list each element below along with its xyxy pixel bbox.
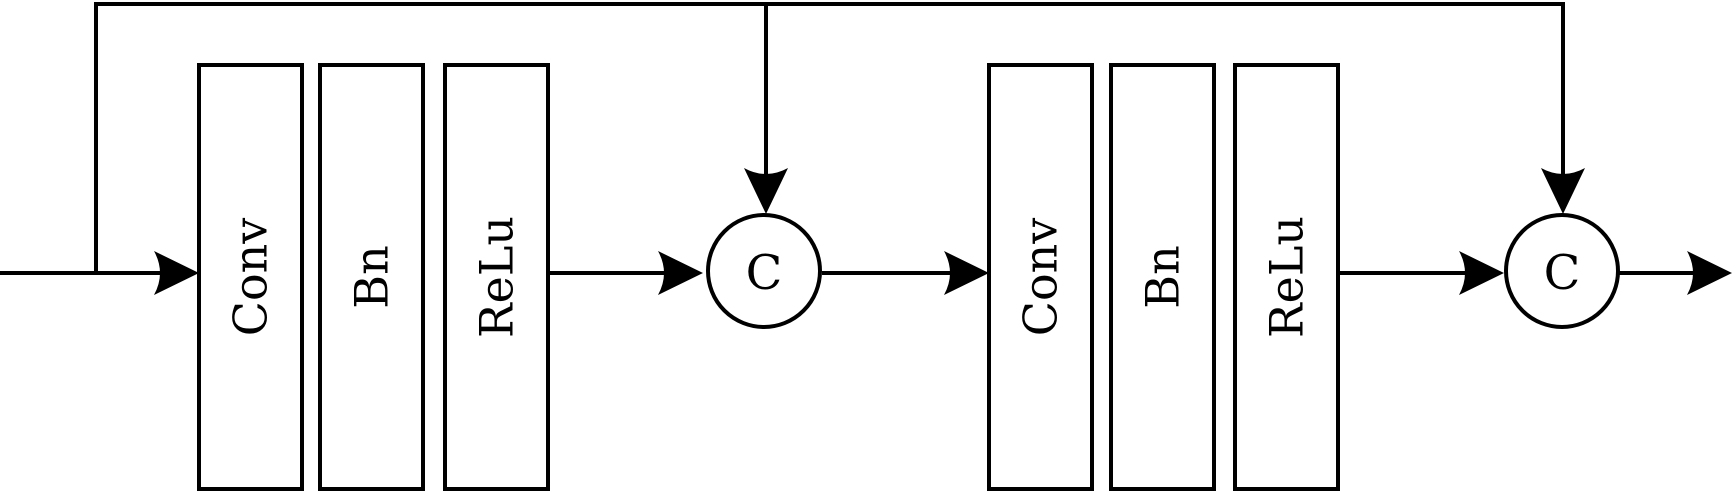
skip-connection-2 <box>766 2 1565 182</box>
bn-label: Bn <box>1136 245 1190 308</box>
connectors <box>0 2 1695 275</box>
arrowhead-into-conv-1 <box>154 251 199 295</box>
arrowhead-into-merge-2 <box>1459 251 1504 295</box>
concat-node-1: C <box>706 213 822 329</box>
conv-block: Conv <box>197 63 304 491</box>
arrowheads <box>154 168 1732 295</box>
concat-node-label: C <box>1544 245 1581 301</box>
arrowhead-into-conv-2 <box>944 251 989 295</box>
conv-label: Conv <box>1014 218 1068 337</box>
arrowhead-skip-into-merge-2 <box>1541 168 1585 214</box>
concat-node-2: C <box>1504 213 1620 329</box>
conv-label: Conv <box>224 218 278 337</box>
stage-1: Conv Bn ReLu <box>197 63 550 491</box>
relu-block: ReLu <box>1233 63 1340 491</box>
arrowhead-output <box>1687 251 1732 295</box>
skip-connection-1 <box>94 2 768 273</box>
bn-label: Bn <box>345 245 399 308</box>
arrowhead-skip-into-merge-1 <box>744 168 788 214</box>
bn-block: Bn <box>1109 63 1216 491</box>
relu-label: ReLu <box>1260 216 1314 338</box>
stage-2: Conv Bn ReLu <box>987 63 1340 491</box>
relu-block: ReLu <box>443 63 550 491</box>
conv-block: Conv <box>987 63 1094 491</box>
bn-block: Bn <box>318 63 425 491</box>
arrowhead-into-merge-1 <box>658 251 703 295</box>
concat-node-label: C <box>746 245 783 301</box>
relu-label: ReLu <box>470 216 524 338</box>
